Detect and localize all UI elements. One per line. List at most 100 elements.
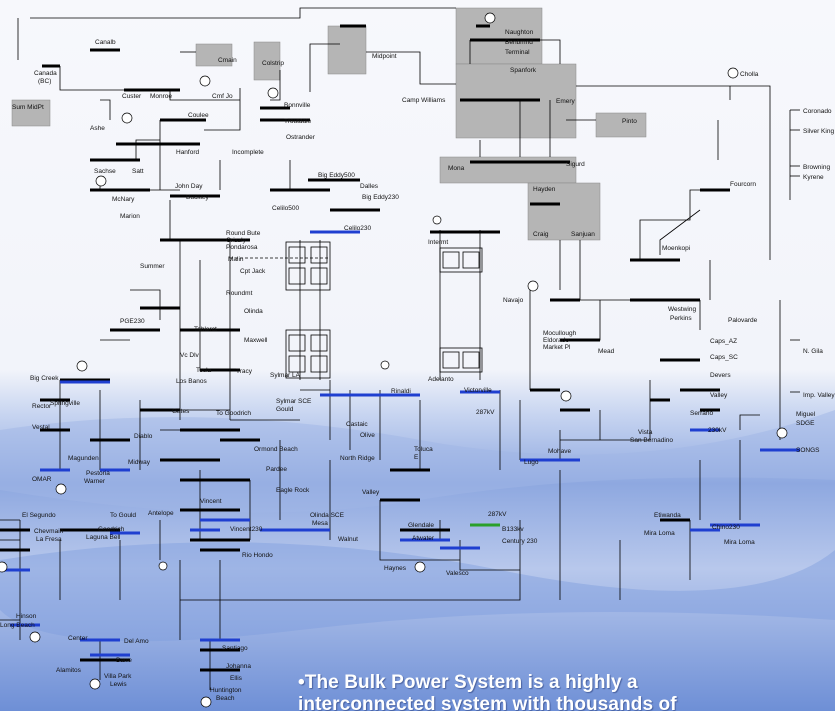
svg-text:Sachse: Sachse [94, 168, 116, 175]
svg-text:Browning: Browning [803, 164, 830, 171]
area-hayden [527, 182, 601, 241]
svg-text:Castaic: Castaic [346, 421, 368, 428]
svg-text:Celilo230: Celilo230 [344, 225, 371, 232]
generator-icon [0, 12, 788, 708]
svg-text:Adelanto: Adelanto [428, 376, 454, 383]
svg-text:To Goodrich: To Goodrich [216, 410, 251, 417]
svg-text:Pondarosa: Pondarosa [226, 244, 258, 251]
svg-text:Coulee: Coulee [188, 112, 209, 119]
svg-text:Tablerct: Tablerct [194, 326, 217, 333]
svg-text:Tracy: Tracy [236, 368, 253, 375]
svg-text:Midpoint: Midpoint [372, 53, 397, 60]
svg-text:Intermt: Intermt [428, 239, 448, 246]
svg-text:287kV: 287kV [476, 409, 495, 416]
svg-text:Vincent: Vincent [200, 498, 222, 505]
svg-text:Celilo500: Celilo500 [272, 205, 299, 212]
svg-text:Olive: Olive [360, 432, 375, 439]
svg-text:Del Amo: Del Amo [124, 638, 149, 645]
svg-text:Mead: Mead [598, 348, 615, 355]
caption-line-1: •The Bulk Power System is a highly a [298, 672, 638, 693]
svg-text:John Day: John Day [175, 183, 203, 190]
svg-text:Atwater: Atwater [412, 535, 435, 542]
svg-text:Mohave: Mohave [548, 448, 572, 455]
svg-text:Dalles: Dalles [360, 183, 379, 190]
svg-text:PGE230: PGE230 [120, 318, 145, 325]
svg-text:Midway: Midway [128, 459, 151, 466]
svg-text:Big Creek: Big Creek [30, 375, 59, 382]
svg-text:Hanford: Hanford [176, 149, 200, 156]
svg-text:Troutdale: Troutdale [284, 118, 312, 125]
svg-text:Summer: Summer [140, 263, 165, 270]
svg-text:Ormond Beach: Ormond Beach [254, 446, 298, 453]
svg-text:Benbmnd: Benbmnd [505, 39, 533, 46]
svg-text:Rio Hondo: Rio Hondo [242, 552, 273, 559]
svg-text:OMAR: OMAR [32, 476, 52, 483]
svg-text:Walnut: Walnut [338, 536, 358, 543]
svg-text:Cpt Jack: Cpt Jack [240, 268, 266, 275]
svg-text:Chevmain: Chevmain [34, 528, 64, 535]
svg-text:Caps_SC: Caps_SC [710, 354, 738, 361]
svg-text:To Gould: To Gould [110, 512, 136, 519]
svg-text:Century 230: Century 230 [502, 538, 538, 545]
svg-text:Kyrene: Kyrene [803, 174, 824, 181]
svg-text:Satt: Satt [132, 168, 144, 175]
svg-text:Malin: Malin [228, 256, 244, 263]
svg-text:Los Banos: Los Banos [176, 378, 207, 385]
svg-text:Tesla: Tesla [196, 367, 212, 374]
svg-text:Spanfork: Spanfork [510, 67, 537, 74]
area-summidpt [11, 99, 51, 127]
svg-text:Terminal: Terminal [505, 49, 530, 56]
svg-text:Lugo: Lugo [524, 459, 539, 466]
svg-text:SONGS: SONGS [796, 447, 820, 454]
svg-text:Hinson: Hinson [16, 613, 37, 620]
svg-text:Pardee: Pardee [266, 466, 287, 473]
svg-text:Vc Dlv: Vc Dlv [180, 352, 200, 359]
svg-text:Fourcorn: Fourcorn [730, 181, 756, 188]
svg-text:Vista: Vista [638, 429, 653, 436]
svg-text:Toluca: Toluca [414, 446, 433, 453]
svg-text:Marion: Marion [120, 213, 140, 220]
svg-text:E: E [414, 454, 419, 461]
svg-text:Caps_AZ: Caps_AZ [710, 338, 737, 345]
label-canalb: Canalb [95, 39, 116, 46]
svg-text:Palovarde: Palovarde [728, 317, 758, 324]
svg-text:Springville: Springville [50, 400, 80, 407]
svg-text:Haynes: Haynes [384, 565, 407, 572]
svg-text:Valesco: Valesco [446, 570, 469, 577]
svg-text:Glendale: Glendale [408, 522, 434, 529]
svg-text:Mira Loma: Mira Loma [724, 539, 755, 546]
svg-text:Pestoria: Pestoria [86, 470, 110, 477]
svg-text:Coronado: Coronado [803, 108, 832, 115]
svg-text:Big Eddy500: Big Eddy500 [318, 172, 355, 179]
svg-text:Big Eddy230: Big Eddy230 [362, 194, 399, 201]
svg-text:Mesa: Mesa [312, 520, 328, 527]
svg-text:Johanna: Johanna [226, 663, 251, 670]
svg-text:SDGE: SDGE [796, 420, 815, 427]
svg-text:Gould: Gould [276, 406, 294, 413]
svg-text:Incomplete: Incomplete [232, 149, 264, 156]
svg-text:Custer: Custer [122, 93, 142, 100]
svg-text:Naughton: Naughton [505, 29, 534, 36]
svg-text:Sigurd: Sigurd [566, 161, 585, 168]
svg-text:Antelope: Antelope [148, 510, 174, 517]
svg-text:Etiwanda: Etiwanda [654, 512, 681, 519]
svg-text:Craig: Craig [533, 231, 549, 238]
svg-text:Sylmar SCE: Sylmar SCE [276, 398, 312, 405]
svg-text:Serrano: Serrano [690, 410, 714, 417]
svg-text:Eldorado: Eldorado [543, 337, 569, 344]
svg-text:Warner: Warner [84, 478, 106, 485]
svg-text:Beach: Beach [216, 695, 235, 702]
svg-text:Mira Loma: Mira Loma [644, 530, 675, 537]
label-cmain: Cmain [218, 57, 237, 64]
svg-text:Goodrich: Goodrich [98, 526, 125, 533]
svg-text:North Ridge: North Ridge [340, 455, 375, 462]
svg-text:Barre: Barre [116, 657, 132, 664]
svg-text:Cmf Jo: Cmf Jo [212, 93, 233, 100]
svg-text:Villa Park: Villa Park [104, 673, 132, 680]
svg-text:(BC): (BC) [38, 78, 51, 85]
svg-text:Sum MidPt: Sum MidPt [12, 104, 44, 111]
svg-text:Valley: Valley [362, 489, 380, 496]
svg-text:Mona: Mona [448, 165, 465, 172]
